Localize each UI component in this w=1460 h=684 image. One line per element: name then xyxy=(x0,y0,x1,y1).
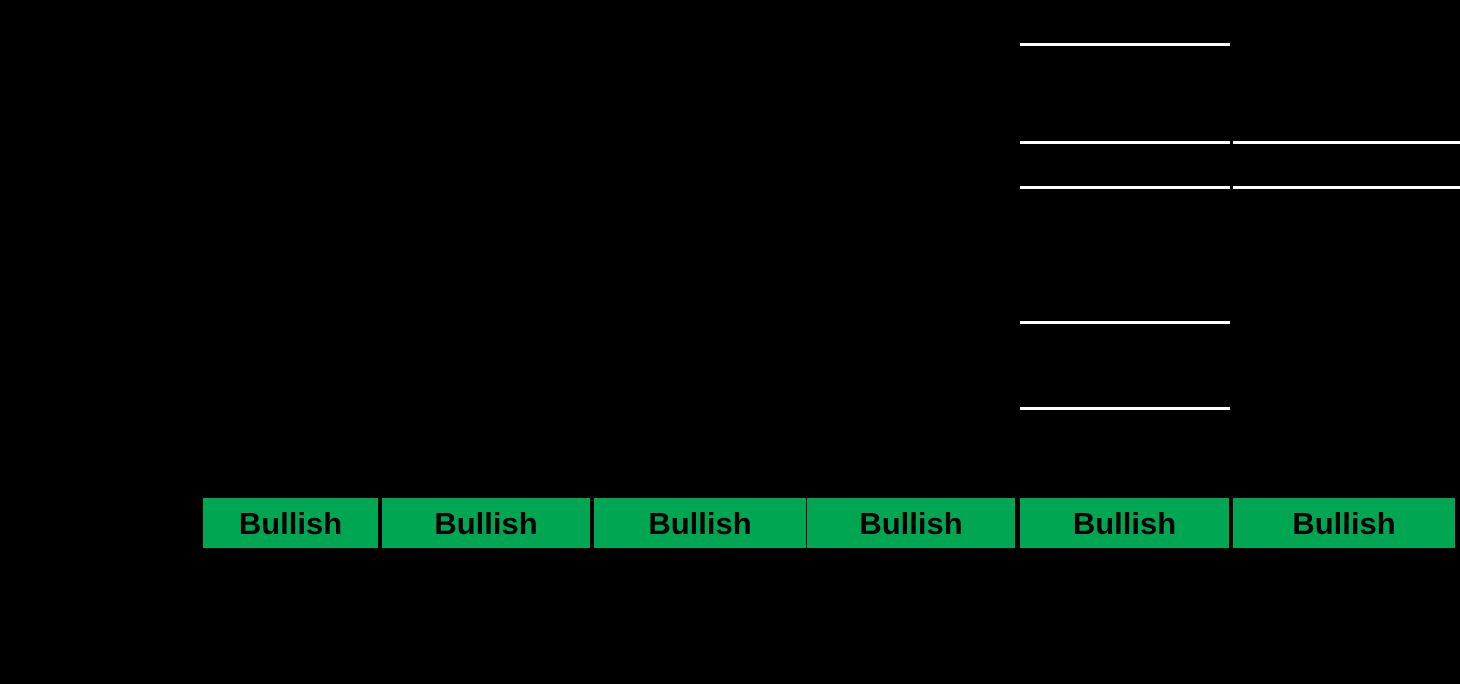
signal-cell-label: Bullish xyxy=(238,505,343,541)
rule-col5-2 xyxy=(1020,141,1230,144)
signal-cell-label: Bullish xyxy=(1292,505,1396,541)
signal-cell-label: Bullish xyxy=(859,505,963,541)
signal-cell-3[interactable]: Bullish xyxy=(594,498,806,548)
rule-col5-1 xyxy=(1020,43,1230,46)
rule-col5-5 xyxy=(1020,407,1230,410)
signal-cell-4[interactable]: Bullish xyxy=(807,498,1015,548)
rule-col5-4 xyxy=(1020,321,1230,324)
rule-col5-3 xyxy=(1020,186,1230,189)
signal-cell-label: Bullish xyxy=(1072,505,1177,541)
signal-cell-label: Bullish xyxy=(434,505,538,541)
bullish-signal-row: Bullish Bullish Bullish Bullish Bullish Bulli… xyxy=(203,498,1455,548)
signal-cell-6[interactable]: Bullish xyxy=(1233,498,1455,548)
signal-cell-5[interactable]: Bullish xyxy=(1020,498,1229,548)
rule-col6-1 xyxy=(1233,141,1460,144)
signal-cell-2[interactable]: Bullish xyxy=(382,498,590,548)
signal-cell-1[interactable]: Bullish xyxy=(203,498,378,548)
signal-cell-label: Bullish xyxy=(648,505,752,541)
rule-col6-2 xyxy=(1233,186,1460,189)
